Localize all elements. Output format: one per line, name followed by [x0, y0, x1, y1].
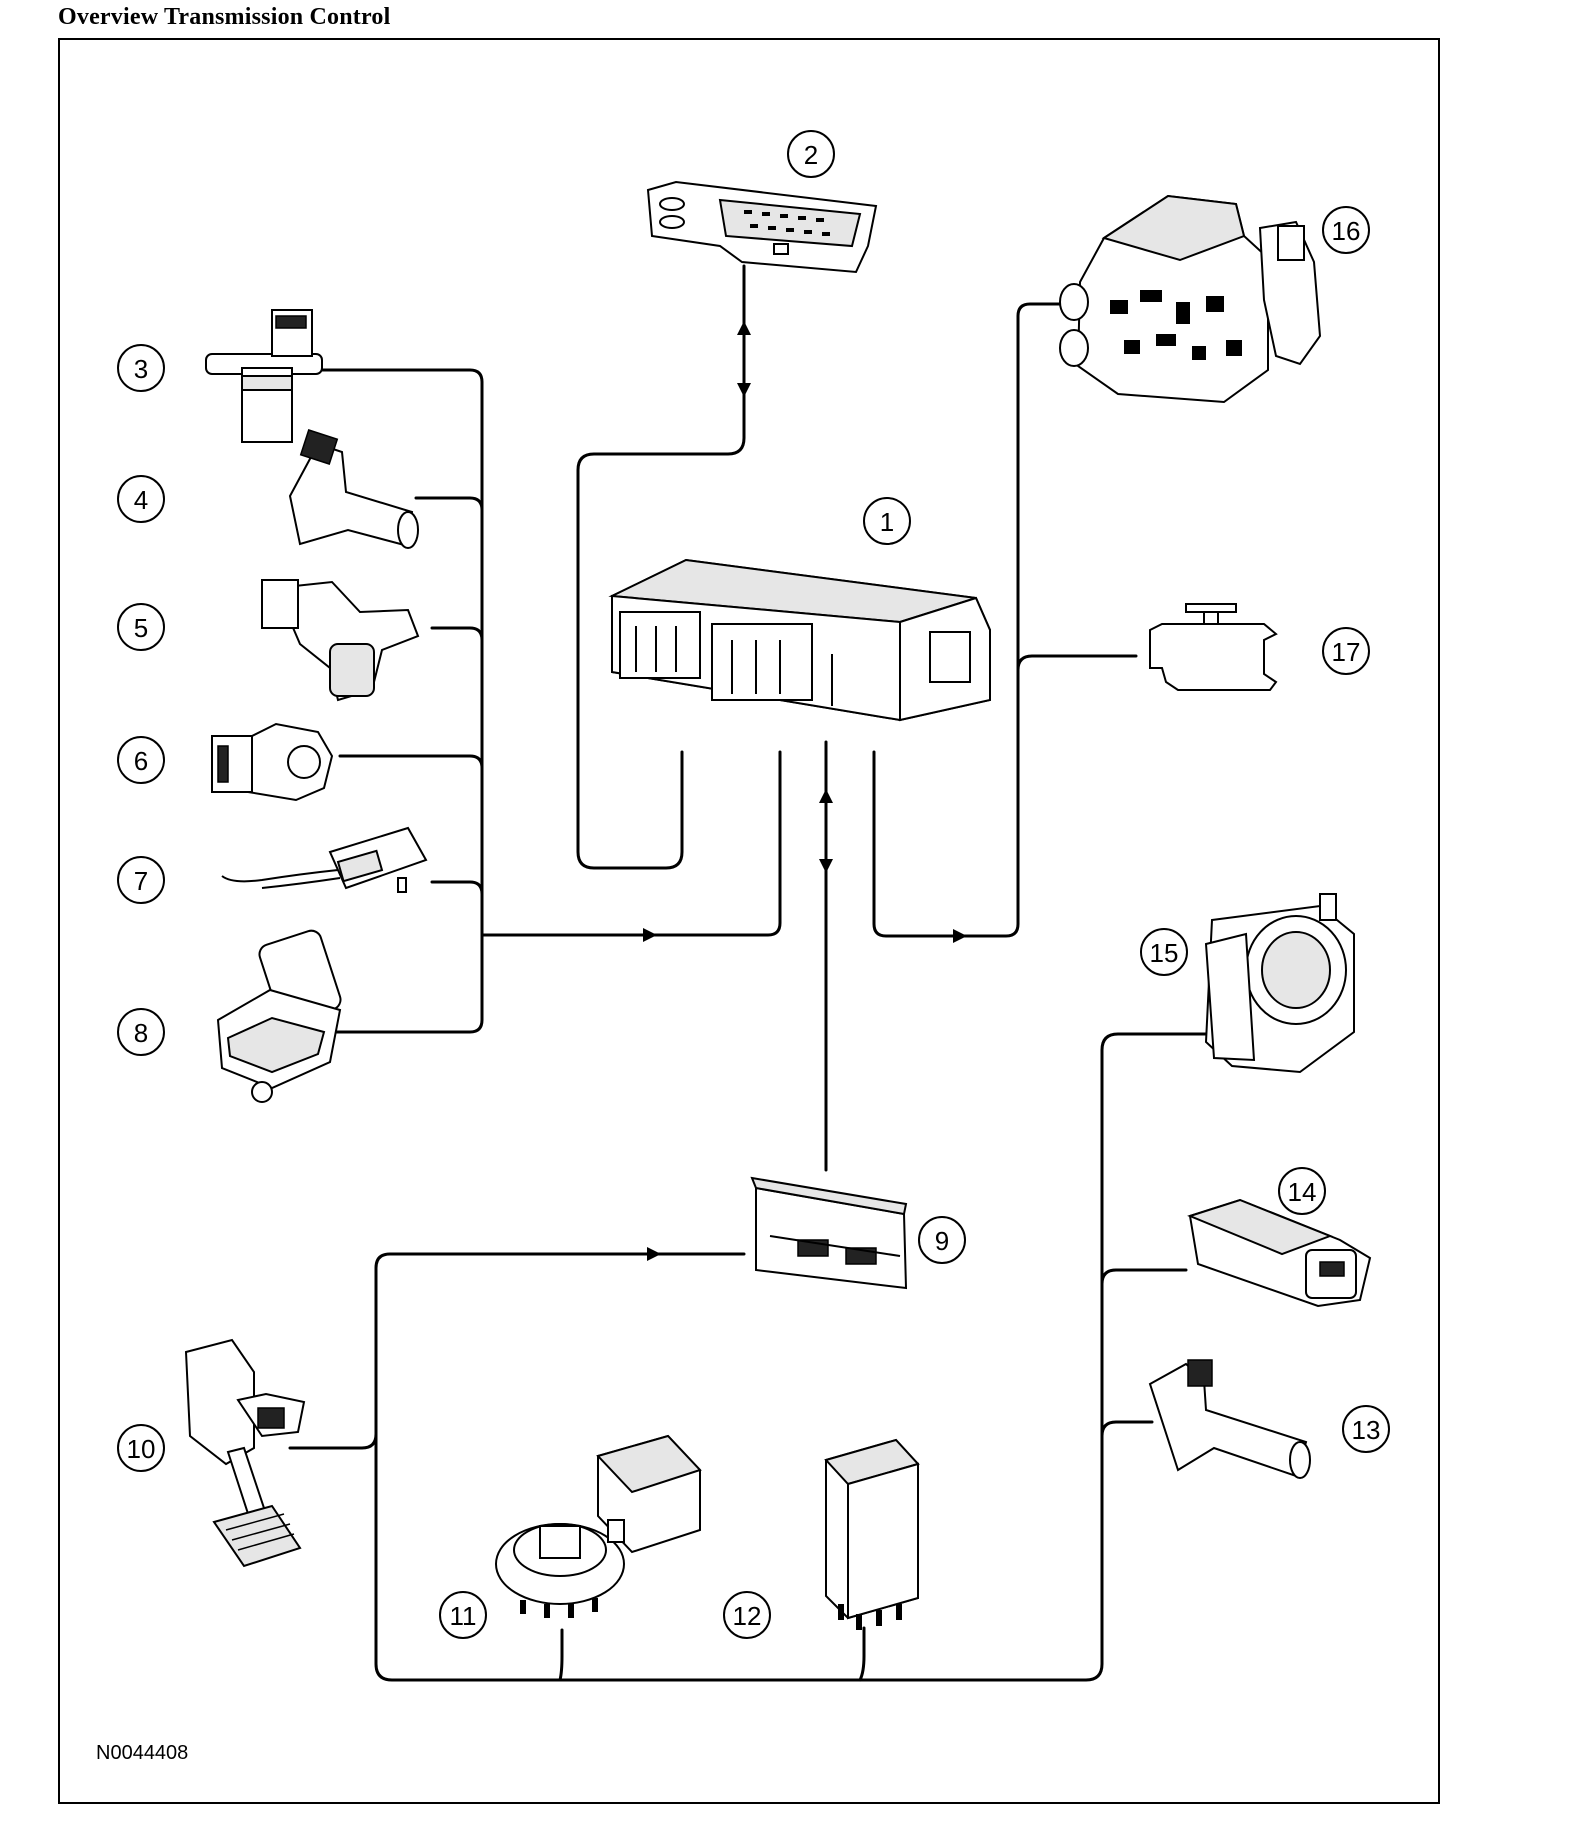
wire-sensor-4: [414, 496, 484, 512]
callout-8: 8: [117, 1008, 165, 1056]
callout-13: 13: [1342, 1405, 1390, 1453]
tcm-module: [608, 558, 991, 722]
sensor-13: [1148, 1359, 1311, 1479]
svg-text:2: 2: [804, 140, 818, 170]
sensor-7: [221, 826, 428, 893]
callout-16: 16: [1322, 206, 1370, 254]
wire-to-engine-17: [1016, 654, 1138, 672]
wire-sensor-bus-to-tcm: [480, 750, 782, 937]
wire-ckp-13: [1100, 1420, 1154, 1438]
sensor-4: [288, 429, 419, 549]
brake-pedal-switch: [184, 1338, 306, 1568]
callout-14: 14: [1278, 1167, 1326, 1215]
wire-sensor-6: [338, 754, 484, 770]
svg-text:5: 5: [134, 613, 148, 643]
wire-sensor-5: [430, 626, 484, 642]
callout-11: 11: [439, 1591, 487, 1639]
svg-text:9: 9: [935, 1226, 949, 1256]
svg-text:15: 15: [1150, 938, 1179, 968]
callout-10: 10: [117, 1424, 165, 1472]
svg-text:13: 13: [1352, 1415, 1381, 1445]
sensor-8: [216, 929, 342, 1103]
switch-assembly-11: [495, 1434, 702, 1618]
callout-3: 3: [117, 344, 165, 392]
svg-text:8: 8: [134, 1018, 148, 1048]
wire-lower-loop: [288, 1032, 1208, 1682]
callout-12: 12: [723, 1591, 771, 1639]
svg-text:16: 16: [1332, 216, 1361, 246]
sensor-6: [211, 722, 334, 802]
maf-sensor-14: [1187, 1198, 1372, 1308]
wire-tcm-output: [872, 302, 1064, 938]
svg-text:4: 4: [134, 485, 148, 515]
wire-clutch-switch-11: [558, 1628, 564, 1682]
wire-sensor-7: [430, 880, 484, 896]
wire-relay-12: [858, 1626, 866, 1682]
relay-12: [824, 1438, 920, 1630]
valve-body-16: [1059, 194, 1322, 404]
wire-sensor-3: [320, 368, 484, 1034]
callout-2: 2: [787, 130, 835, 178]
page-title: Overview Transmission Control: [58, 4, 391, 30]
figure-code: N0044408: [96, 1742, 189, 1764]
throttle-body-15: [1204, 893, 1355, 1074]
callout-5: 5: [117, 603, 165, 651]
callout-9: 9: [918, 1216, 966, 1264]
svg-text:3: 3: [134, 354, 148, 384]
wire-maf-14: [1100, 1268, 1188, 1286]
sensor-5: [261, 579, 420, 702]
sensor-3: [205, 309, 323, 443]
callout-7: 7: [117, 856, 165, 904]
wire-dlc-to-tcm: [576, 264, 746, 870]
data-link-connector: [646, 180, 878, 274]
callout-15: 15: [1140, 928, 1188, 976]
svg-text:11: 11: [450, 1601, 477, 1631]
wiring: [288, 264, 1208, 1682]
callout-6: 6: [117, 736, 165, 784]
svg-text:14: 14: [1288, 1177, 1317, 1207]
svg-text:7: 7: [134, 866, 148, 896]
svg-text:1: 1: [880, 507, 894, 537]
pcm-module: [750, 1176, 908, 1290]
svg-text:6: 6: [134, 746, 148, 776]
diagram-frame: [58, 38, 1440, 1804]
engine-icon: [1149, 603, 1278, 691]
callout-1: 1: [863, 497, 911, 545]
svg-text:10: 10: [127, 1434, 156, 1464]
svg-text:17: 17: [1332, 637, 1361, 667]
callout-4: 4: [117, 475, 165, 523]
svg-text:12: 12: [733, 1601, 762, 1631]
callout-17: 17: [1322, 627, 1370, 675]
